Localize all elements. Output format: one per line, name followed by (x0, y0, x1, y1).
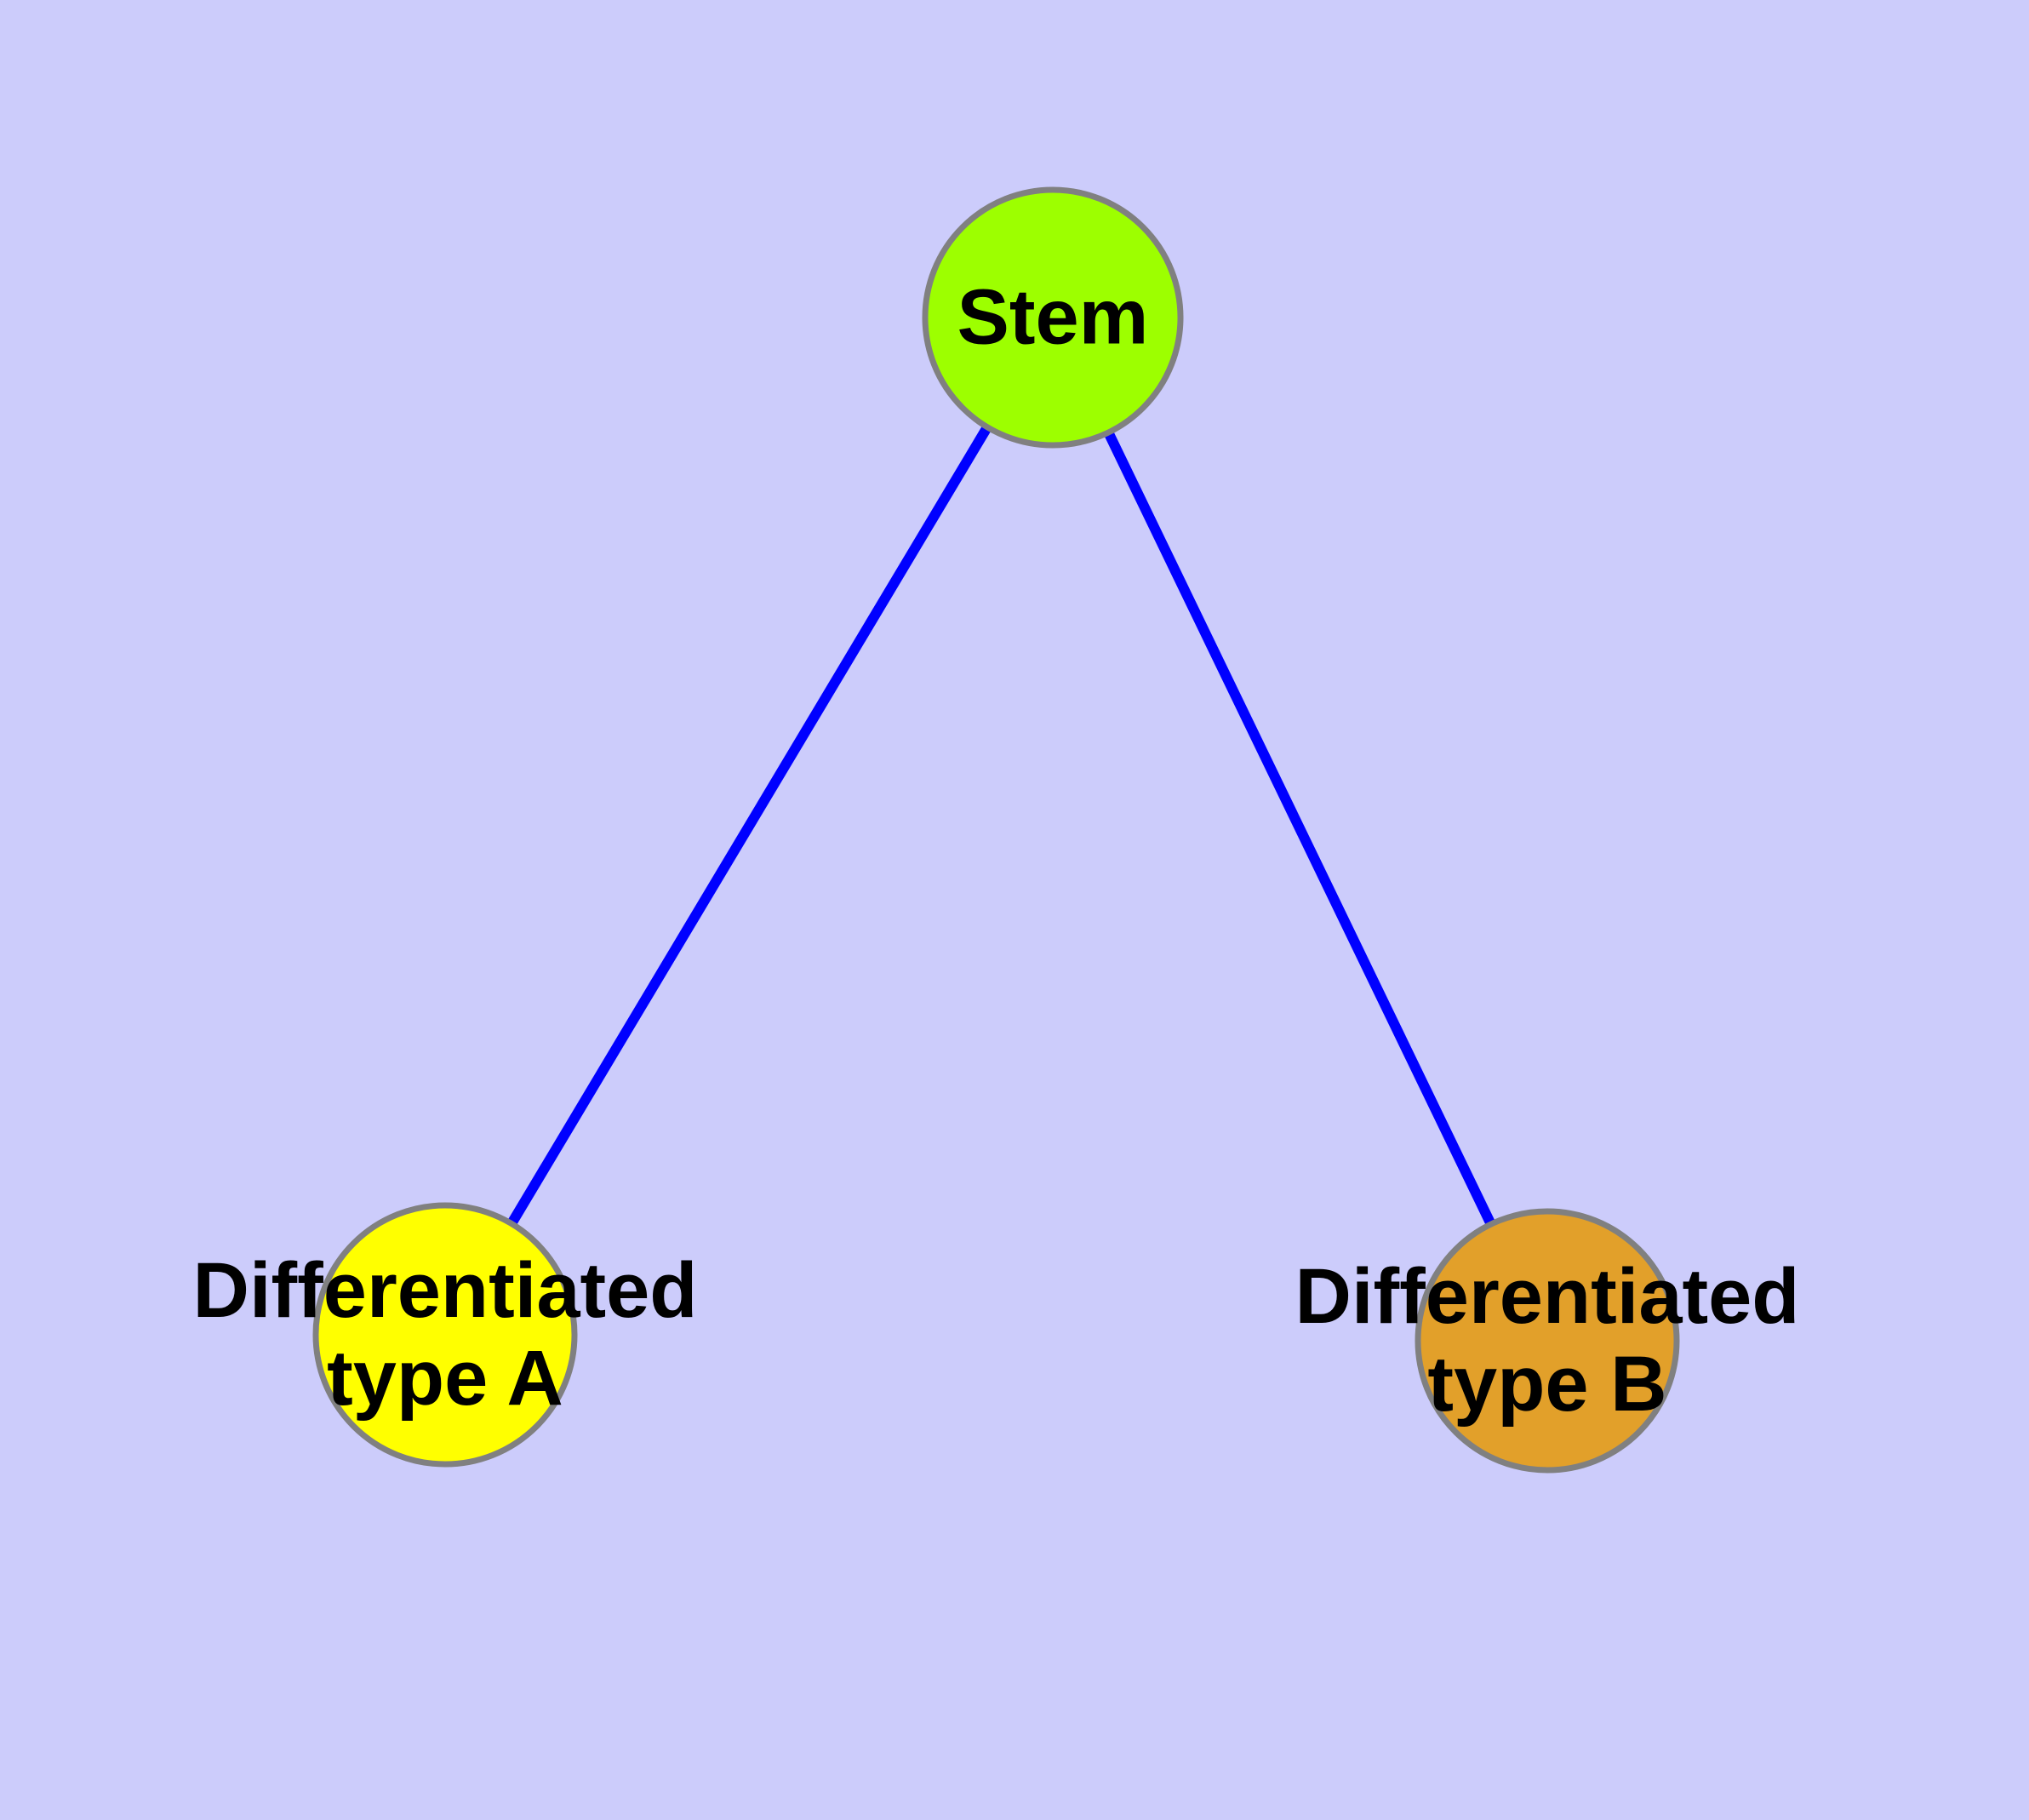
edge-layer (440, 314, 1552, 1343)
node-layer (312, 186, 1680, 1474)
node-stem[interactable] (922, 186, 1184, 449)
edge-stem-to-type-a[interactable] (440, 314, 1058, 1338)
node-type-b[interactable] (1415, 1208, 1680, 1474)
edge-stem-to-type-b[interactable] (1048, 315, 1552, 1343)
node-type-a[interactable] (312, 1202, 578, 1468)
